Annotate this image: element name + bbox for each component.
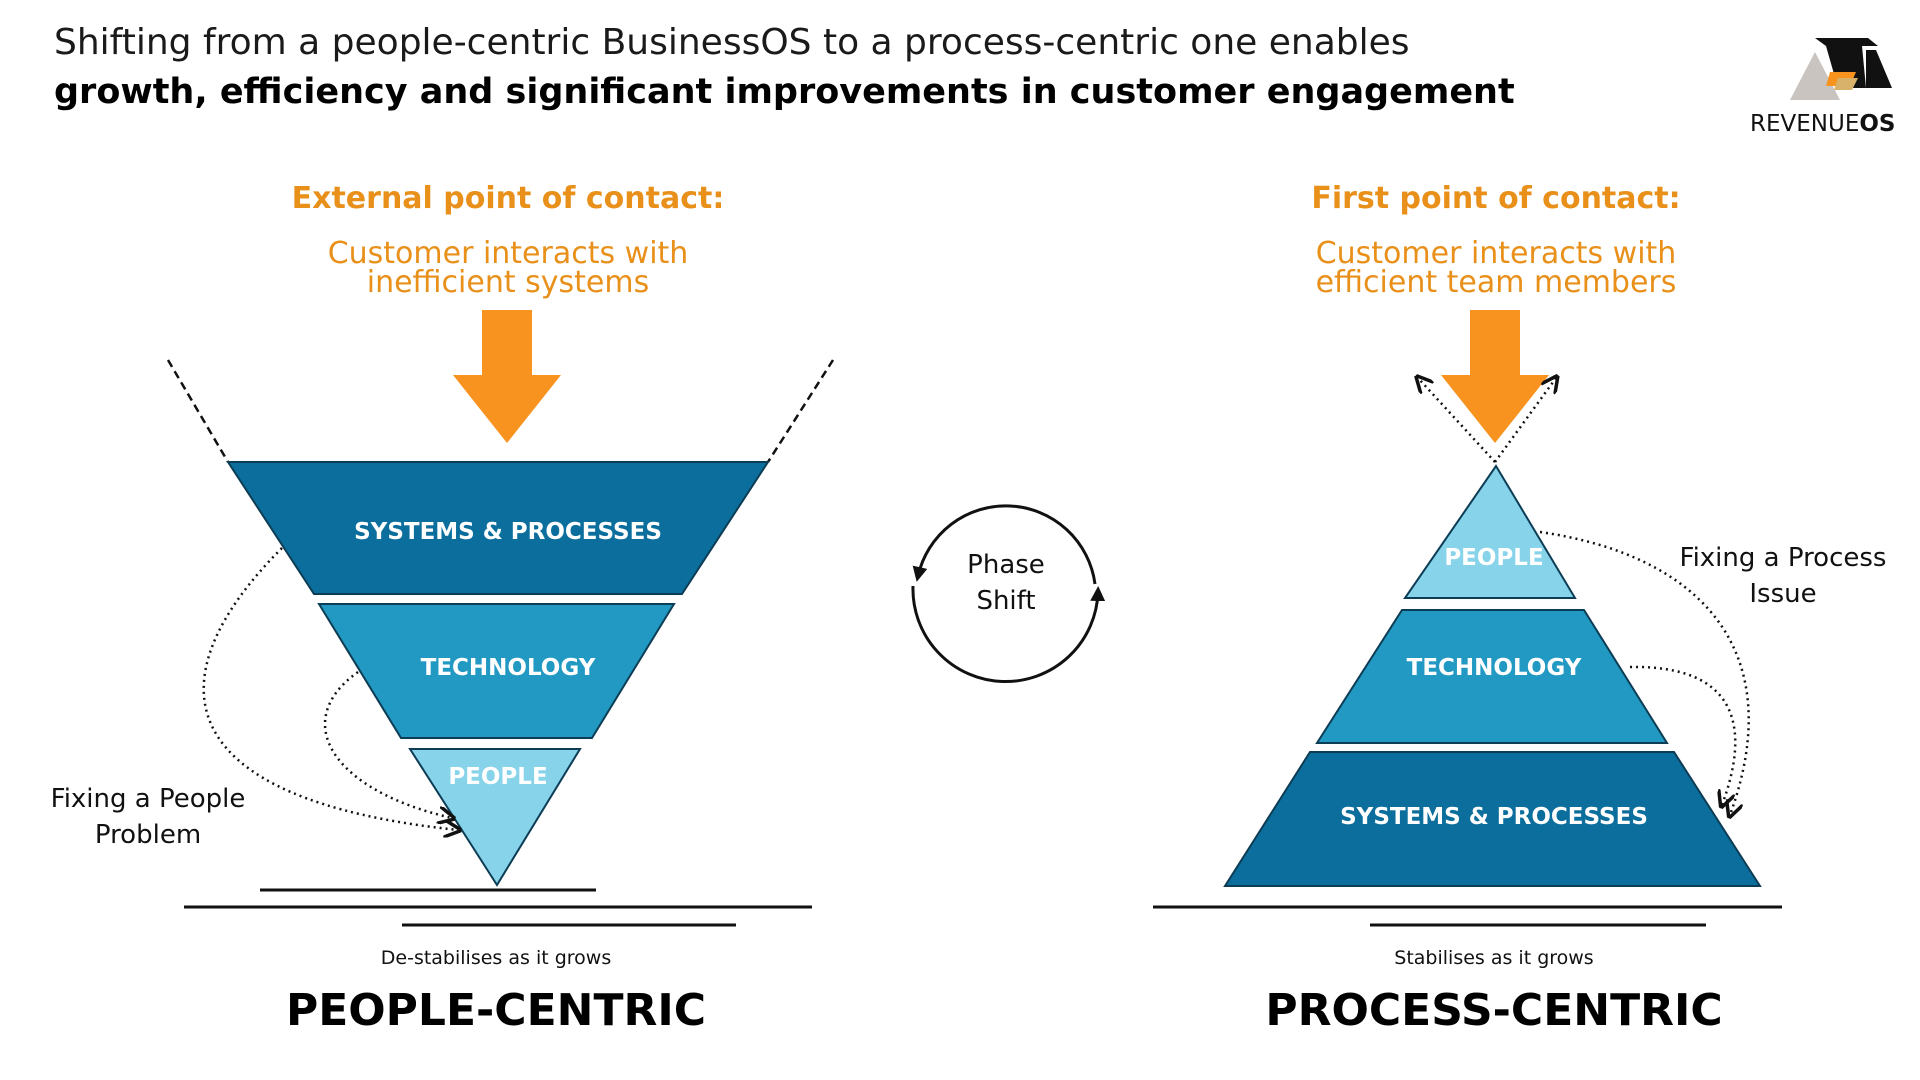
right-label-technology: TECHNOLOGY [1407, 655, 1582, 681]
left-title: PEOPLE-CENTRIC [286, 985, 706, 1036]
left-layer-systems-processes [226, 461, 770, 595]
logo-text-bold: OS [1859, 111, 1895, 137]
right-contact-title: First point of contact: [1311, 181, 1680, 216]
phase-shift-arc-bottom [911, 585, 1106, 684]
header-line2: growth, efficiency and significant impro… [54, 72, 1515, 112]
phase-shift-arc-top [912, 504, 1097, 585]
left-label-systems-processes: SYSTEMS & PROCESSES [354, 519, 662, 545]
phase-shift-line2: Shift [976, 586, 1035, 616]
left-annotation-line2: Problem [95, 820, 201, 850]
left-dotted-arrow-outer [202, 547, 458, 830]
left-label-people: PEOPLE [448, 764, 547, 790]
right-layer-people [1403, 464, 1577, 599]
right-down-arrow [1441, 310, 1549, 443]
right-contact-line1: Customer interacts with [1316, 236, 1677, 271]
left-contact-title: External point of contact: [292, 181, 725, 216]
left-label-technology: TECHNOLOGY [421, 655, 596, 681]
left-annotation-line1: Fixing a People [51, 784, 246, 814]
right-dotted-arrow-inner [1629, 665, 1737, 805]
right-contact-line2: efficient team members [1316, 265, 1677, 300]
left-contact-line2: inefficient systems [367, 265, 650, 300]
right-layer-systems-processes [1223, 751, 1762, 887]
right-caption: Stabilises as it grows [1394, 947, 1593, 969]
right-title: PROCESS-CENTRIC [1265, 985, 1722, 1036]
left-caption: De-stabilises as it grows [381, 947, 611, 969]
right-annotation-line1: Fixing a Process [1680, 543, 1887, 573]
right-dotted-deflect-left [1418, 378, 1496, 463]
revenueos-logo-icon [1790, 38, 1892, 100]
left-dashed-guide-left [166, 359, 230, 463]
right-label-systems-processes: SYSTEMS & PROCESSES [1340, 804, 1648, 830]
header-line1: Shifting from a people-centric BusinessO… [54, 22, 1410, 63]
right-annotation-line2: Issue [1749, 579, 1816, 609]
left-contact-line1: Customer interacts with [328, 236, 689, 271]
left-dotted-arrow-inner [323, 670, 452, 818]
logo-text: REVENUEOS [1750, 111, 1895, 137]
logo-text-regular: REVENUE [1750, 111, 1859, 137]
right-layer-technology [1315, 609, 1669, 744]
left-dashed-guide-right [766, 359, 835, 463]
left-down-arrow [453, 310, 561, 443]
phase-shift-line1: Phase [967, 550, 1045, 580]
right-label-people: PEOPLE [1444, 545, 1543, 571]
left-layer-technology [317, 603, 676, 739]
